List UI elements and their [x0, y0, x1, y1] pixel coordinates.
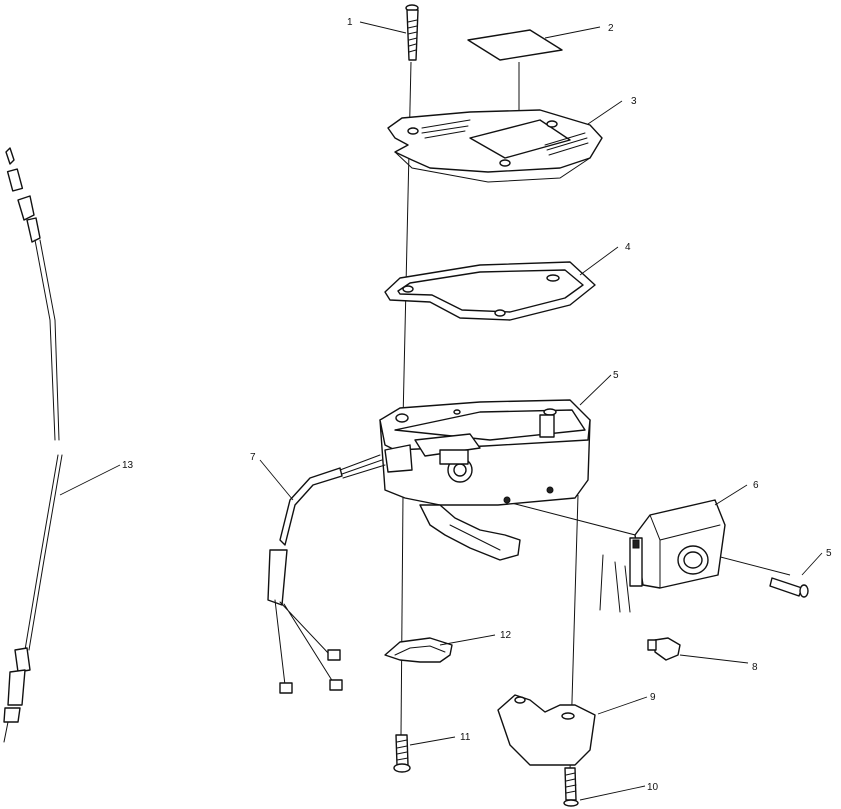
callout-5a: 5 — [613, 370, 619, 381]
part-10-screw — [563, 767, 579, 807]
callout-8: 8 — [752, 662, 758, 673]
part-6-switch-housing — [629, 499, 726, 589]
callout-7: 7 — [250, 452, 256, 463]
part-5-housing — [379, 399, 591, 561]
leader-lines — [59, 21, 823, 801]
callout-1: 1 — [347, 17, 353, 28]
callout-13: 13 — [122, 460, 134, 471]
callout-10: 10 — [647, 782, 659, 793]
part-7-wiring-harness — [267, 454, 386, 694]
callout-9: 9 — [650, 692, 656, 703]
part-1-screw — [405, 4, 419, 61]
callout-12: 12 — [500, 630, 512, 641]
callout-3: 3 — [631, 96, 637, 107]
part-3-cover-plate — [387, 109, 603, 183]
callout-6: 6 — [753, 480, 759, 491]
part-12-clip — [384, 637, 453, 663]
part-11-screw — [393, 734, 411, 773]
callout-4: 4 — [625, 242, 631, 253]
part-13-throttle-cable — [3, 147, 63, 743]
callout-2: 2 — [608, 23, 614, 34]
switch-wires — [599, 554, 631, 613]
part-9-clamp — [497, 694, 596, 766]
part-2-label — [467, 29, 563, 61]
part-4-gasket — [384, 261, 596, 321]
callout-labels: 1 2 3 4 5 5 6 7 8 9 10 11 12 13 — [122, 17, 832, 793]
callout-11: 11 — [460, 732, 471, 743]
part-8-bulb — [647, 637, 681, 661]
part-5b-screw — [769, 577, 809, 598]
callout-5b: 5 — [826, 548, 832, 559]
